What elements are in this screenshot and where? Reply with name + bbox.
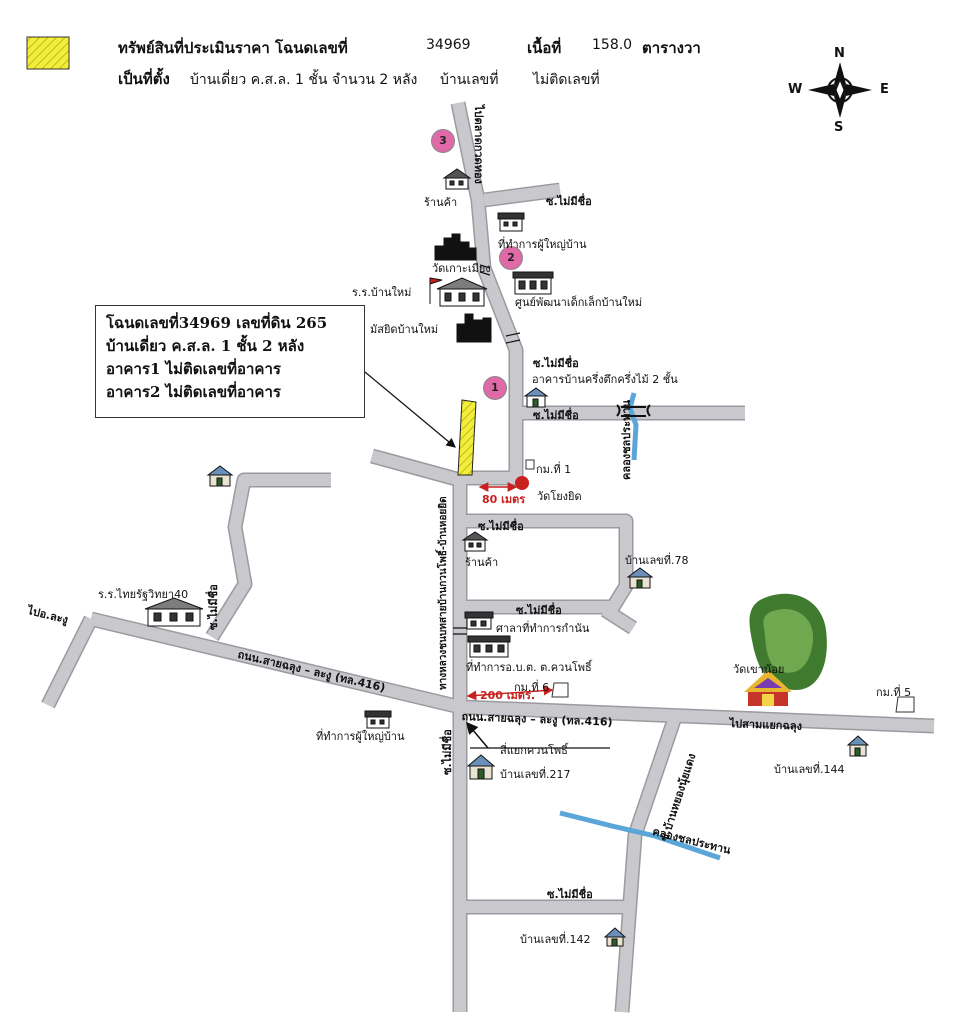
place-village-office-top: ที่ทำการผู้ใหญ่บ้าน bbox=[498, 238, 587, 251]
red-dot bbox=[515, 476, 529, 490]
place-wat-khao-noi: วัดเขาน้อย bbox=[733, 663, 785, 676]
place-junction: สี่แยกควนโพธิ์ bbox=[500, 744, 568, 757]
soi-label-3: ซ.ไม่มีชื่อ bbox=[478, 520, 524, 533]
compass-west: W bbox=[788, 82, 803, 97]
soi-label-2: ซ.ไม่มีชื่อ bbox=[533, 409, 579, 422]
subject-parcel bbox=[457, 399, 477, 476]
mosque-icon bbox=[456, 313, 492, 343]
north-road bbox=[452, 101, 522, 478]
area-unit: ตารางวา bbox=[642, 39, 701, 57]
place-house-217: บ้านเลขที่.217 bbox=[500, 768, 571, 781]
place-school-thai-rat: ร.ร.ไทยรัฐวิทยา40 bbox=[98, 588, 189, 601]
place-kamnan-office: ศาลาที่ทำการกำนัน bbox=[496, 622, 590, 635]
compass-north: N bbox=[834, 46, 845, 61]
callout-pointer bbox=[364, 371, 456, 448]
house-217-icon bbox=[466, 754, 496, 780]
header-title: ทรัพย์สินที่ประเมินราคา โฉนดเลขที่ bbox=[118, 39, 348, 57]
canal-south bbox=[559, 810, 721, 861]
house-number-value: ไม่ติดเลขที่ bbox=[533, 72, 600, 88]
km-posts bbox=[525, 459, 915, 713]
compass-south: S bbox=[834, 120, 844, 135]
place-house-142: บ้านเลขที่.142 bbox=[520, 933, 591, 946]
house-144-icon bbox=[846, 735, 870, 757]
place-house-78: บ้านเลขที่.78 bbox=[625, 554, 689, 567]
buildings bbox=[144, 168, 870, 947]
area-label: เนื้อที่ bbox=[527, 39, 562, 57]
compass-icon bbox=[808, 62, 872, 118]
place-dist-200: 200 เมตร. bbox=[480, 689, 536, 702]
location-value: บ้านเดี่ยว ค.ส.ล. 1 ชั้น จำนวน 2 หลัง bbox=[190, 72, 418, 88]
place-dist-80: 80 เมตร bbox=[482, 493, 526, 506]
temple-ko-miang-icon bbox=[434, 233, 477, 261]
place-village-office-bottom: ที่ทำการผู้ใหญ่บ้าน bbox=[316, 730, 405, 743]
half-wood-house-icon bbox=[523, 387, 549, 408]
distance-arrows bbox=[466, 482, 554, 701]
place-mosque: มัสยิดบ้านใหม่ bbox=[370, 323, 439, 336]
place-child-center: ศูนย์พัฒนาเด็กเล็กบ้านใหม่ bbox=[515, 296, 643, 309]
place-shop-top: ร้านค้า bbox=[424, 196, 458, 209]
location-label: เป็นที่ตั้ง bbox=[118, 70, 170, 88]
school-thai-rat-icon bbox=[144, 597, 204, 627]
marker-2: 2 bbox=[499, 246, 523, 270]
marker-3: 3 bbox=[431, 129, 455, 153]
area-value: 158.0 bbox=[592, 37, 633, 53]
soi-label-top: ซ.ไม่มีชื่อ bbox=[546, 195, 592, 208]
deed-number: 34969 bbox=[426, 37, 471, 53]
canal-label-north: คลองชลประทาน bbox=[620, 399, 633, 480]
school-ban-mai-icon bbox=[429, 277, 488, 307]
place-house-144: บ้านเลขที่.144 bbox=[774, 763, 845, 776]
place-shop-mid: ร้านค้า bbox=[465, 556, 499, 569]
callout-line-1: โฉนดเลขที่34969 เลขที่ดิน 265 bbox=[106, 314, 328, 332]
shop-mid-icon bbox=[461, 531, 489, 552]
soi-label-1: ซ.ไม่มีชื่อ bbox=[533, 357, 579, 370]
house-number-label: บ้านเลขที่ bbox=[440, 72, 499, 88]
place-wat-ko-miang: วัดเกาะเมียง bbox=[432, 262, 491, 275]
bridge bbox=[616, 404, 651, 417]
soi-label-south: ซ.ไม่มีชื่อ bbox=[547, 888, 593, 901]
place-km1: กม.ที่ 1 bbox=[536, 463, 572, 476]
house-142-icon bbox=[603, 927, 627, 947]
place-km6: กม.ที่ 6 bbox=[514, 681, 550, 694]
place-tao-office: ที่ทำการอ.บ.ต. ต.ควนโพธิ์ bbox=[466, 661, 592, 674]
legend-subject-swatch bbox=[26, 36, 70, 70]
house-78-icon bbox=[626, 567, 654, 589]
junction-arrow bbox=[466, 721, 489, 749]
village-office-bottom-icon bbox=[364, 710, 392, 729]
tao-office-icon bbox=[467, 635, 511, 658]
marker-1: 1 bbox=[483, 376, 507, 400]
road-label-north: ไปตลาดกวดทอง bbox=[472, 105, 485, 184]
village-office-top-icon bbox=[497, 212, 525, 232]
soi-label-5: ซ.ไม่มีชื่อ bbox=[441, 729, 454, 775]
place-school-ban-mai: ร.ร.บ้านใหม่ bbox=[352, 286, 412, 299]
kamnan-office-icon bbox=[464, 611, 494, 630]
deed-callout: โฉนดเลขที่34969 เลขที่ดิน 265 บ้านเดี่ยว… bbox=[95, 305, 365, 418]
place-wat-pho-yid: วัดโยงยิด bbox=[537, 490, 582, 503]
callout-line-2: บ้านเดี่ยว ค.ส.ล. 1 ชั้น 2 หลัง bbox=[106, 337, 305, 355]
road-breaks bbox=[453, 264, 521, 635]
compass-east: E bbox=[880, 82, 889, 97]
house-west-icon bbox=[206, 465, 234, 487]
roads bbox=[41, 101, 935, 1013]
soi-label-4: ซ.ไม่มีชื่อ bbox=[516, 604, 562, 617]
road-label-rural: ทางหลวงชนบทสายบ้านกวนโพธิ์-บ้านหอยยิด bbox=[438, 496, 449, 690]
callout-line-4: อาคาร2 ไม่ติดเลขที่อาคาร bbox=[106, 383, 281, 401]
soi-label-west: ซ.ไม่มีชื่อ bbox=[207, 584, 220, 630]
shop-top-icon bbox=[442, 168, 472, 190]
place-half-wood-house: อาคารบ้านครึ่งตึกครึ่งไม้ 2 ชั้น bbox=[532, 373, 678, 386]
place-km5: กม.ที่ 5 bbox=[876, 686, 912, 699]
temple-icon bbox=[744, 670, 792, 706]
hill-khao-noi bbox=[749, 593, 827, 690]
road-label-to-east: ไปสามแยกฉลุง bbox=[729, 716, 803, 733]
child-center-icon bbox=[512, 271, 554, 295]
callout-line-3: อาคาร1 ไม่ติดเลขที่อาคาร bbox=[106, 360, 281, 378]
